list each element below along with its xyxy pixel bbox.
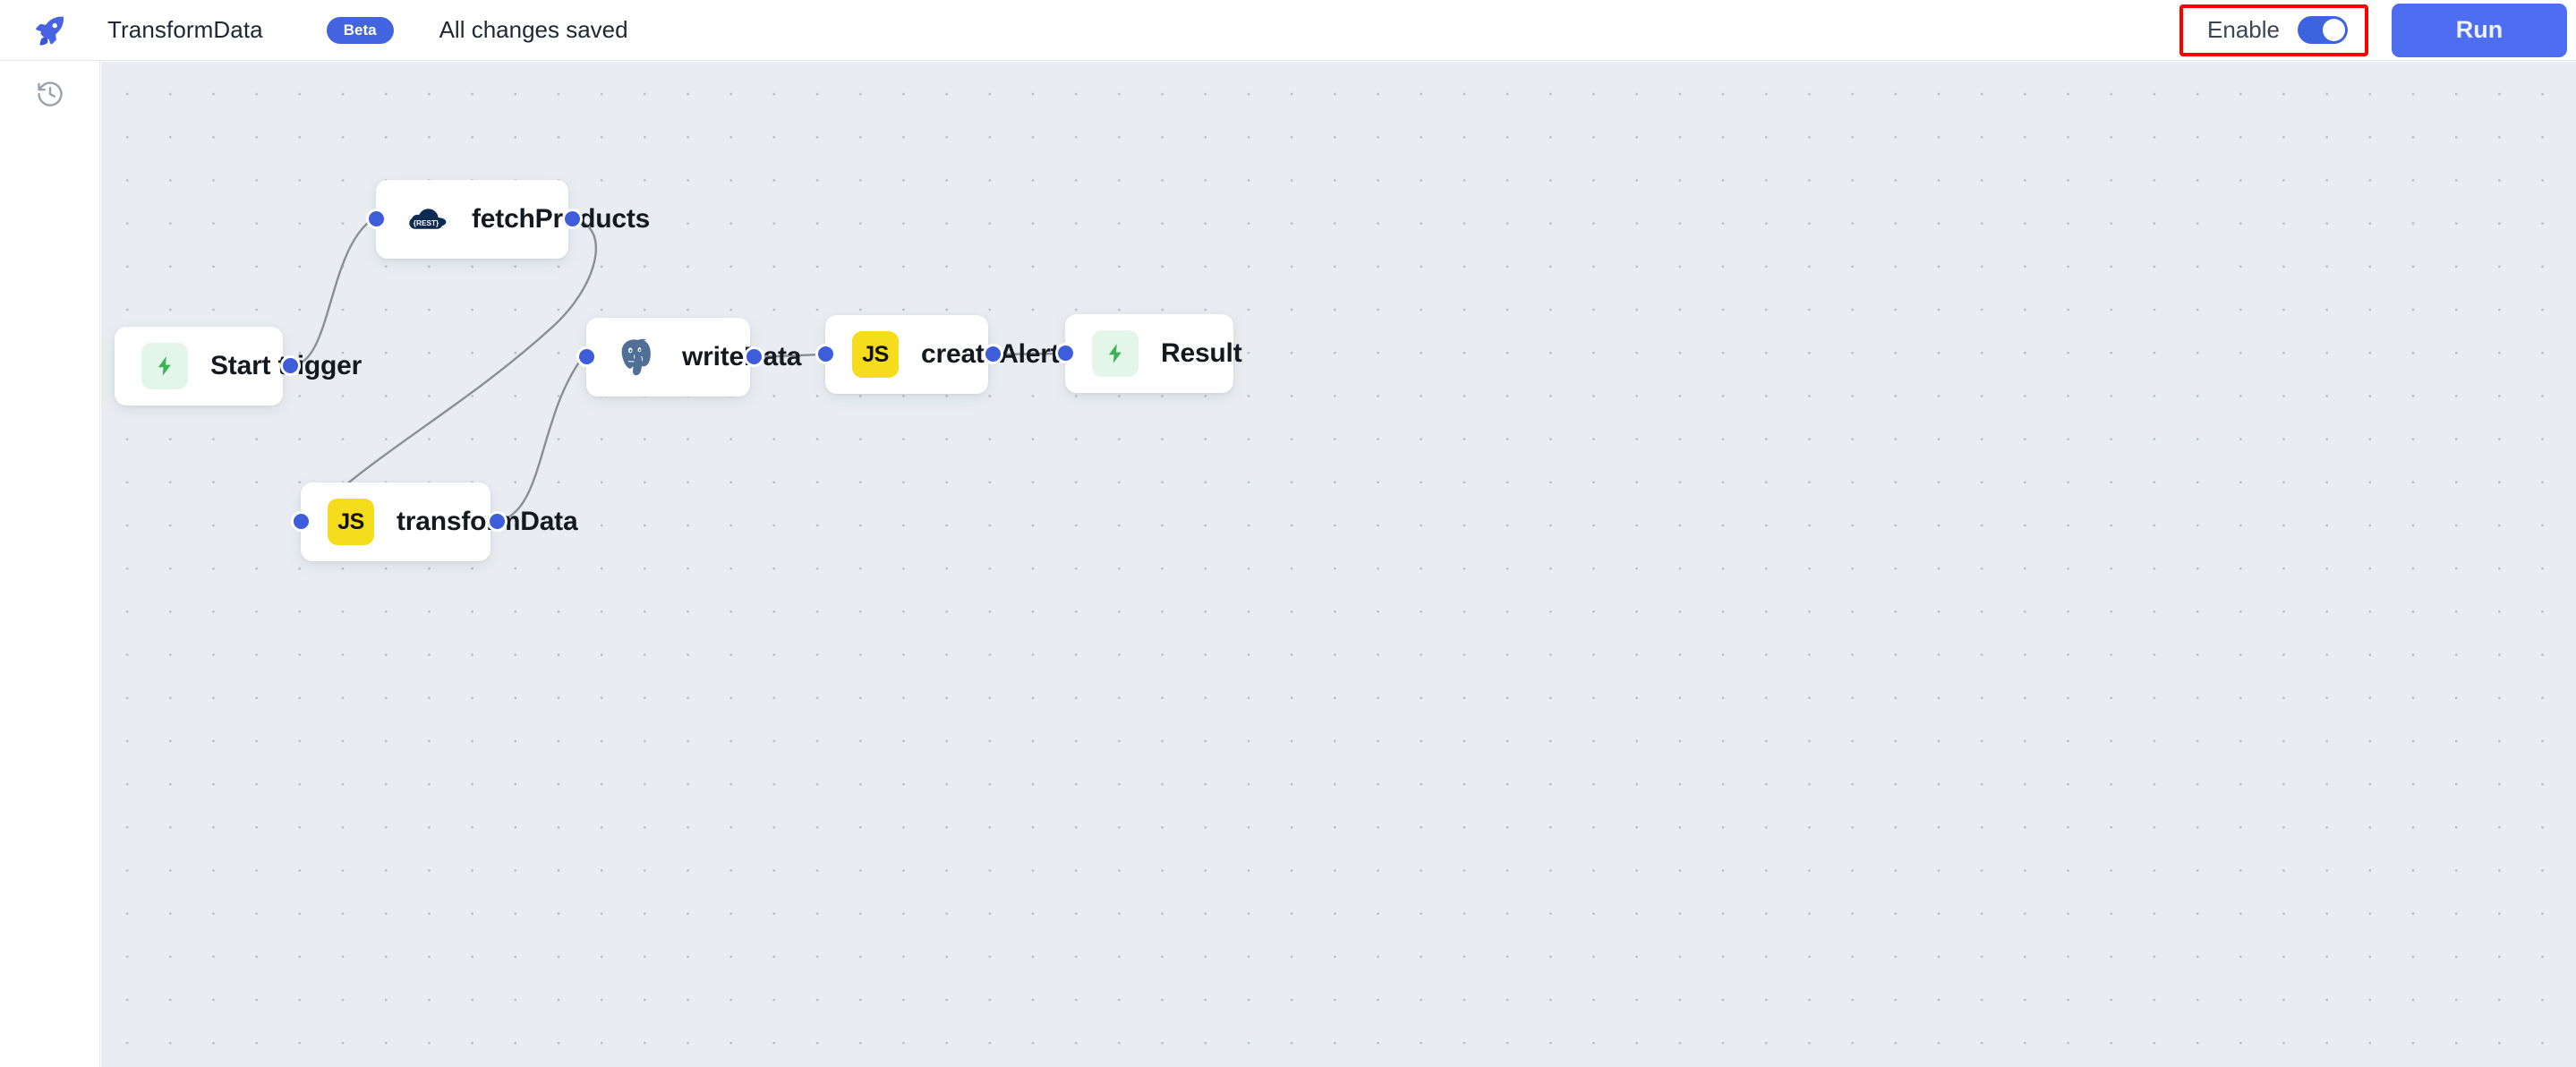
port-out-start-trigger[interactable] xyxy=(280,355,301,376)
postgresql-elephant-icon xyxy=(613,334,660,380)
port-out-create-alert[interactable] xyxy=(983,344,1003,364)
rocket-icon[interactable] xyxy=(0,0,100,61)
node-result[interactable]: Result xyxy=(1065,314,1242,393)
workflow-canvas[interactable]: Start trigger {REST} fetchProducts JS tr… xyxy=(101,62,2576,1067)
edge-start-trigger-to-fetch-products xyxy=(288,218,374,368)
port-in-transform-data[interactable] xyxy=(291,511,311,532)
node-label: writeData xyxy=(682,342,802,371)
port-in-create-alert[interactable] xyxy=(815,344,836,364)
run-button[interactable]: Run xyxy=(2392,3,2567,57)
sidebar-item-history[interactable] xyxy=(0,61,100,131)
node-fetch-products[interactable]: {REST} fetchProducts xyxy=(376,180,650,259)
node-label: Result xyxy=(1161,338,1242,368)
workflow-title: TransformData xyxy=(107,16,263,43)
lightning-bolt-icon xyxy=(1092,330,1139,377)
port-out-transform-data[interactable] xyxy=(487,511,508,532)
svg-text:{REST}: {REST} xyxy=(414,219,439,227)
left-sidebar xyxy=(0,61,100,1067)
node-create-alert[interactable]: JS createAlert xyxy=(825,315,1060,394)
port-in-write-data[interactable] xyxy=(576,346,597,367)
enable-label: Enable xyxy=(2207,16,2280,43)
beta-badge: Beta xyxy=(326,16,394,44)
enable-toggle-switch[interactable] xyxy=(2298,16,2348,44)
port-in-result[interactable] xyxy=(1055,343,1076,363)
history-icon xyxy=(35,79,65,114)
edge-fetch-products-to-transform-data xyxy=(303,218,597,524)
toggle-knob xyxy=(2323,19,2345,41)
node-transform-data[interactable]: JS transformData xyxy=(301,482,578,561)
top-bar: TransformData Beta All changes saved Ena… xyxy=(0,0,2576,61)
rest-cloud-icon: {REST} xyxy=(403,196,449,243)
lightning-bolt-icon xyxy=(141,343,188,389)
node-start-trigger[interactable]: Start trigger xyxy=(115,327,362,405)
edge-write-data-to-create-alert xyxy=(752,353,823,359)
top-bar-actions: Enable Run xyxy=(2179,0,2576,61)
port-out-fetch-products[interactable] xyxy=(562,209,583,229)
enable-toggle-group[interactable]: Enable xyxy=(2179,4,2368,56)
port-out-write-data[interactable] xyxy=(744,346,764,367)
js-icon: JS xyxy=(852,331,899,378)
node-label: fetchProducts xyxy=(472,204,651,234)
edge-transform-data-to-write-data xyxy=(492,355,584,524)
edge-layer xyxy=(288,218,1063,524)
node-write-data[interactable]: writeData xyxy=(586,318,801,397)
js-icon: JS xyxy=(328,499,374,545)
save-status-text: All changes saved xyxy=(439,16,628,43)
port-in-fetch-products[interactable] xyxy=(366,209,387,229)
